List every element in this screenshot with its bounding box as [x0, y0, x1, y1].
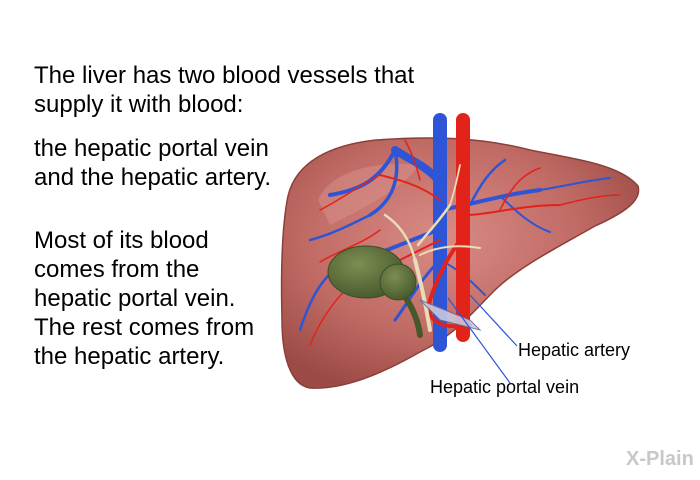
x-plain-logo: X-Plain: [626, 448, 694, 470]
portion-line-3: hepatic portal vein.: [34, 285, 236, 312]
common-duct: [419, 299, 482, 331]
portion-line-1: Most of its blood: [34, 227, 209, 254]
detail-text: the hepatic portal vein and the hepatic …: [34, 134, 271, 192]
portion-line-2: comes from the: [34, 256, 200, 283]
portion-line-4: The rest comes from: [34, 314, 255, 341]
artery-leader-line: [469, 294, 518, 347]
detail-line-2: and the hepatic artery.: [34, 164, 272, 191]
intro-text: The liver has two blood vessels that sup…: [34, 61, 414, 119]
hepatic-artery-label: Hepatic artery: [518, 340, 631, 360]
hepatic-portal-vein-label: Hepatic portal vein: [430, 377, 580, 397]
intro-line-2: supply it with blood:: [34, 91, 244, 118]
blood-portion-text: Most of its blood comes from the hepatic…: [34, 226, 254, 371]
portion-line-5: the hepatic artery.: [34, 343, 225, 370]
detail-line-1: the hepatic portal vein: [34, 135, 269, 162]
gallbladder-neck: [379, 263, 417, 301]
portal-vein-leader-line: [447, 297, 511, 384]
bile-ducts: [383, 164, 481, 332]
intro-line-1: The liver has two blood vessels that: [34, 62, 415, 89]
